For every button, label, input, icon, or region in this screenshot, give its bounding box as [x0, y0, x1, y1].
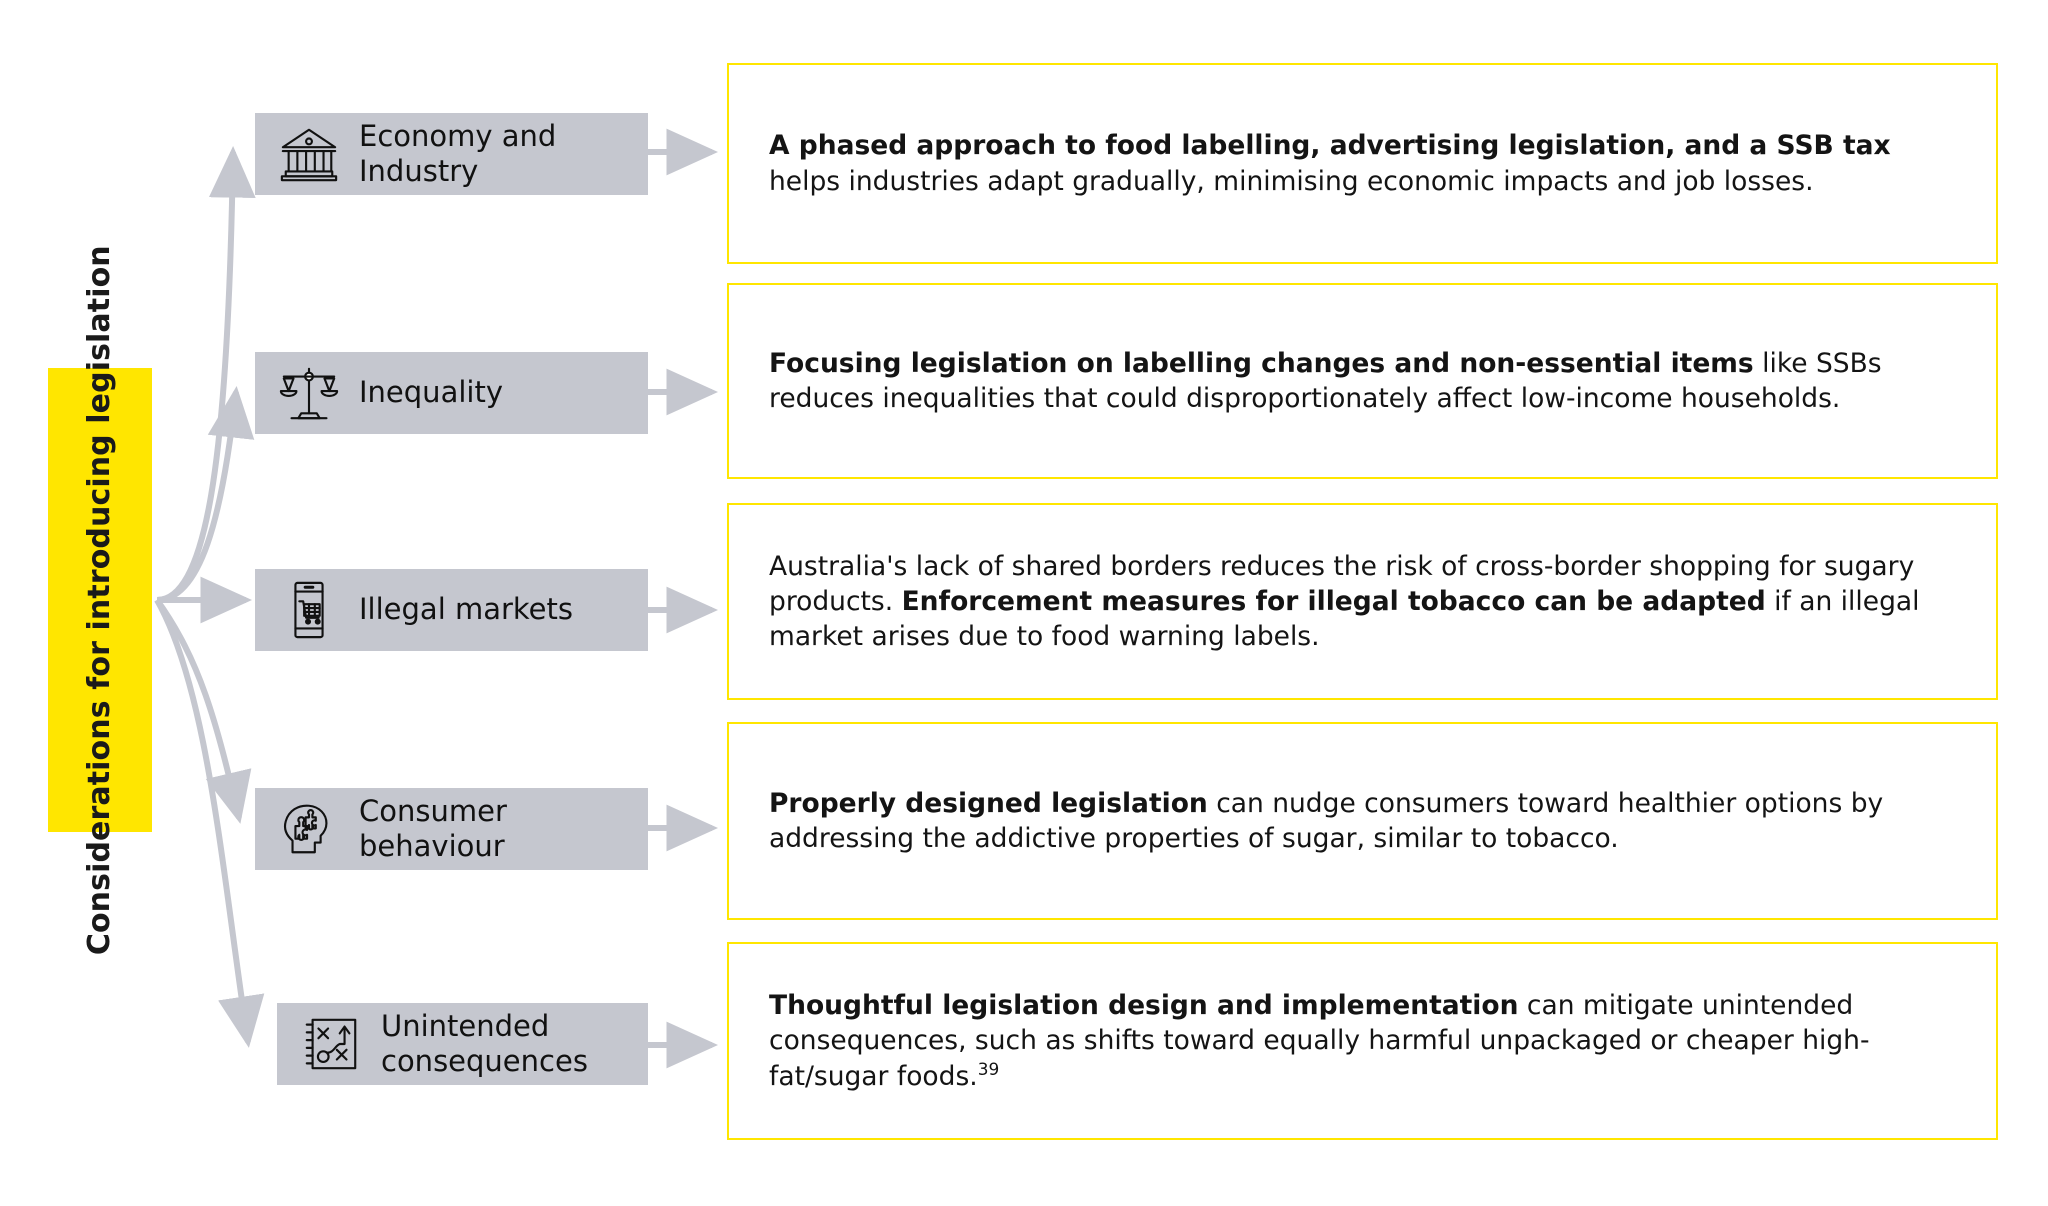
scales-icon [273, 357, 345, 429]
strategy-playbook-icon [295, 1008, 367, 1080]
connector-to-inequality [156, 386, 255, 603]
card-lead-consumer: Properly designed legislation [769, 787, 1208, 819]
card-lead-unintended: Thoughtful legislation design and implem… [769, 990, 1519, 1022]
head-puzzle-icon [273, 793, 345, 865]
mobile-cart-icon [273, 574, 345, 646]
card-unintended-consequences: Thoughtful legislation design and implem… [727, 942, 1998, 1140]
chip-label-consumer-behaviour: Consumer behaviour [359, 793, 507, 863]
card-inequality: Focusing legislation on labelling change… [727, 283, 1998, 479]
chip-label-economy-and-industry: Economy and Industry [359, 118, 557, 188]
chip-label-illegal-markets: Illegal markets [359, 592, 573, 627]
card-text-illegal-markets: Australia's lack of shared borders reduc… [729, 549, 1996, 655]
card-rest-illegal: if an illegal market arises due to food … [769, 585, 1920, 653]
chip-inequality[interactable]: Inequality [255, 352, 648, 434]
card-text-inequality: Focusing legislation on labelling change… [729, 346, 1996, 416]
chip-economy-and-industry[interactable]: Economy and Industry [255, 113, 648, 195]
root-label-considerations: Considerations for introducing legislati… [48, 245, 152, 955]
card-footnote-unintended: 39 [977, 1058, 1000, 1079]
card-rest-consumer: can nudge consumers toward healthier opt… [769, 787, 1884, 854]
chip-illegal-markets[interactable]: Illegal markets [255, 569, 648, 651]
bank-icon [273, 118, 345, 190]
card-rest-inequality: like SSBs reduces inequalities that coul… [769, 347, 1882, 414]
card-lead-inequality: Focusing legislation on labelling change… [769, 347, 1754, 379]
chip-consumer-behaviour[interactable]: Consumer behaviour [255, 788, 648, 870]
root-label-text: Considerations for introducing legislati… [81, 245, 117, 955]
card-text-economy-and-industry: A phased approach to food labelling, adv… [729, 128, 1996, 198]
chip-label-inequality: Inequality [359, 375, 503, 410]
card-text-consumer-behaviour: Properly designed legislation can nudge … [729, 786, 1996, 856]
connector-to-economy [156, 146, 256, 603]
card-lead-illegal: Enforcement measures for illegal tobacco… [901, 585, 1766, 617]
chip-unintended-consequences[interactable]: Unintended consequences [277, 1003, 648, 1085]
card-rest-economy: helps industries adapt gradually, minimi… [769, 165, 1814, 197]
card-economy-and-industry: A phased approach to food labelling, adv… [727, 63, 1998, 264]
card-text-unintended-consequences: Thoughtful legislation design and implem… [729, 988, 1996, 1094]
chip-label-unintended-consequences: Unintended consequences [381, 1008, 588, 1078]
card-lead-economy: A phased approach to food labelling, adv… [769, 130, 1891, 162]
connector-to-unintended [154, 598, 265, 1048]
card-illegal-markets: Australia's lack of shared borders reduc… [727, 503, 1998, 700]
card-pre-illegal: Australia's lack of shared borders reduc… [769, 550, 1915, 617]
connector-to-consumer [154, 598, 252, 824]
card-consumer-behaviour: Properly designed legislation can nudge … [727, 722, 1998, 920]
card-rest-unintended: can mitigate unintended consequences, su… [769, 990, 1870, 1092]
